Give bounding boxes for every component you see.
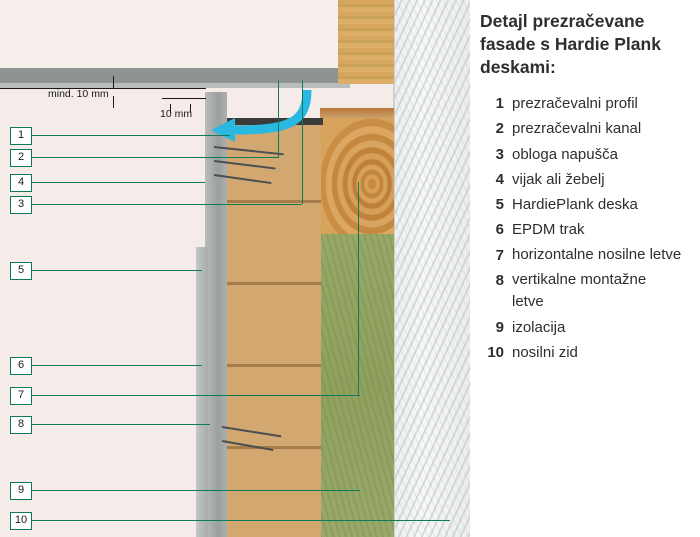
leader-10 (30, 520, 450, 522)
legend-item-4[interactable]: 4 vijak ali žebelj (480, 168, 700, 191)
callout-2[interactable]: 2 (10, 149, 32, 167)
legend-item-1[interactable]: 1 prezračevalni profil (480, 92, 700, 115)
leader-3 (30, 204, 302, 206)
soffit-slab-shadow (0, 83, 350, 88)
legend-item-3[interactable]: 3 obloga napušča (480, 143, 700, 166)
dim-tick-c (170, 104, 172, 113)
legend-number: 6 (495, 221, 504, 239)
legend-number: 9 (495, 318, 504, 336)
dim-tick-b (113, 96, 115, 108)
legend-label: prezračevalni profil (512, 95, 638, 112)
airflow-arrow-icon (211, 89, 312, 142)
leader-4 (30, 182, 205, 184)
legend-number: 7 (495, 246, 504, 264)
legend-item-2[interactable]: 2 prezračevalni kanal (480, 117, 700, 140)
leader-1 (30, 135, 230, 137)
legend-label: nosilni zid (512, 344, 578, 361)
callout-7[interactable]: 7 (10, 387, 32, 405)
legend-number: 4 (495, 170, 504, 188)
leader-6 (30, 365, 202, 367)
dim-label-batten: 10 mm (160, 108, 193, 120)
callout-10[interactable]: 10 (10, 512, 32, 530)
plank-joint (227, 200, 321, 203)
callout-8[interactable]: 8 (10, 416, 32, 434)
legend-item-10[interactable]: 10 nosilni zid (480, 341, 700, 364)
soffit-slab (0, 68, 350, 83)
callout-6[interactable]: 6 (10, 357, 32, 375)
legend-label: vertikalne montažne letve (512, 270, 647, 311)
callout-5[interactable]: 5 (10, 262, 32, 280)
leader-8 (30, 424, 210, 426)
timber-beam (338, 0, 394, 84)
legend-panel: Detajl prezračevane fasade s Hardie Plan… (470, 0, 700, 537)
legend-number: 10 (487, 344, 504, 361)
legend-label: izolacija (512, 318, 566, 336)
vertical-mounting-batten (205, 92, 227, 537)
legend-label: obloga napušča (512, 145, 618, 163)
leader-7 (30, 395, 360, 397)
legend-label: vijak ali žebelj (512, 170, 605, 188)
legend-title: Detajl prezračevane fasade s Hardie Plan… (480, 11, 661, 78)
timber-end-grain (320, 108, 394, 234)
epdm-strip (196, 247, 208, 537)
legend-number: 1 (495, 95, 504, 112)
leader-5 (30, 270, 202, 272)
legend-number: 2 (495, 120, 504, 138)
dim-tick-a (113, 76, 115, 88)
callout-4[interactable]: 4 (10, 174, 32, 192)
legend-label: EPDM trak (512, 221, 585, 239)
legend-number: 5 (495, 196, 504, 213)
leader-3-vert (302, 80, 304, 204)
callout-9[interactable]: 9 (10, 482, 32, 500)
dim-line-min-gap (0, 88, 206, 90)
legend-item-8[interactable]: 8 vertikalne montažne letve (480, 269, 700, 314)
timber-end-grain-top (320, 108, 394, 118)
plank-joint (227, 282, 321, 285)
leader-2-vert (278, 80, 280, 158)
insulation-layer (320, 232, 394, 537)
callout-3[interactable]: 3 (10, 196, 32, 214)
illustration-panel: mind. 10 mm 10 mm 1 2 4 3 5 6 7 8 9 10 (0, 0, 470, 537)
ventilation-profile (227, 118, 323, 125)
legend-label: prezračevalni kanal (512, 120, 642, 138)
dim-line-batten (162, 98, 206, 100)
plank-joint (227, 446, 321, 449)
callout-1[interactable]: 1 (10, 127, 32, 145)
legend-item-6[interactable]: 6 EPDM trak (480, 218, 700, 241)
leader-9 (30, 490, 360, 492)
legend-item-5[interactable]: 5 HardiePlank deska (480, 193, 700, 216)
hardieplank-cladding (227, 118, 321, 537)
supporting-wall (393, 0, 470, 537)
legend-label: HardiePlank deska (512, 196, 638, 213)
soffit-ceiling (0, 0, 338, 68)
legend-item-9[interactable]: 9 izolacija (480, 316, 700, 339)
legend-list: 1 prezračevalni profil 2 prezračevalni k… (480, 92, 700, 366)
leader-2 (30, 157, 278, 159)
dim-tick-d (190, 104, 192, 113)
legend-item-7[interactable]: 7 horizontalne nosilne letve (480, 244, 700, 267)
legend-number: 3 (495, 145, 504, 163)
leader-7-vert (358, 182, 360, 396)
plank-joint (227, 364, 321, 367)
legend-number: 8 (495, 271, 504, 289)
dim-label-min-gap: mind. 10 mm (48, 88, 109, 100)
wall-edge (393, 0, 395, 537)
legend-label: horizontalne nosilne letve (512, 245, 682, 263)
